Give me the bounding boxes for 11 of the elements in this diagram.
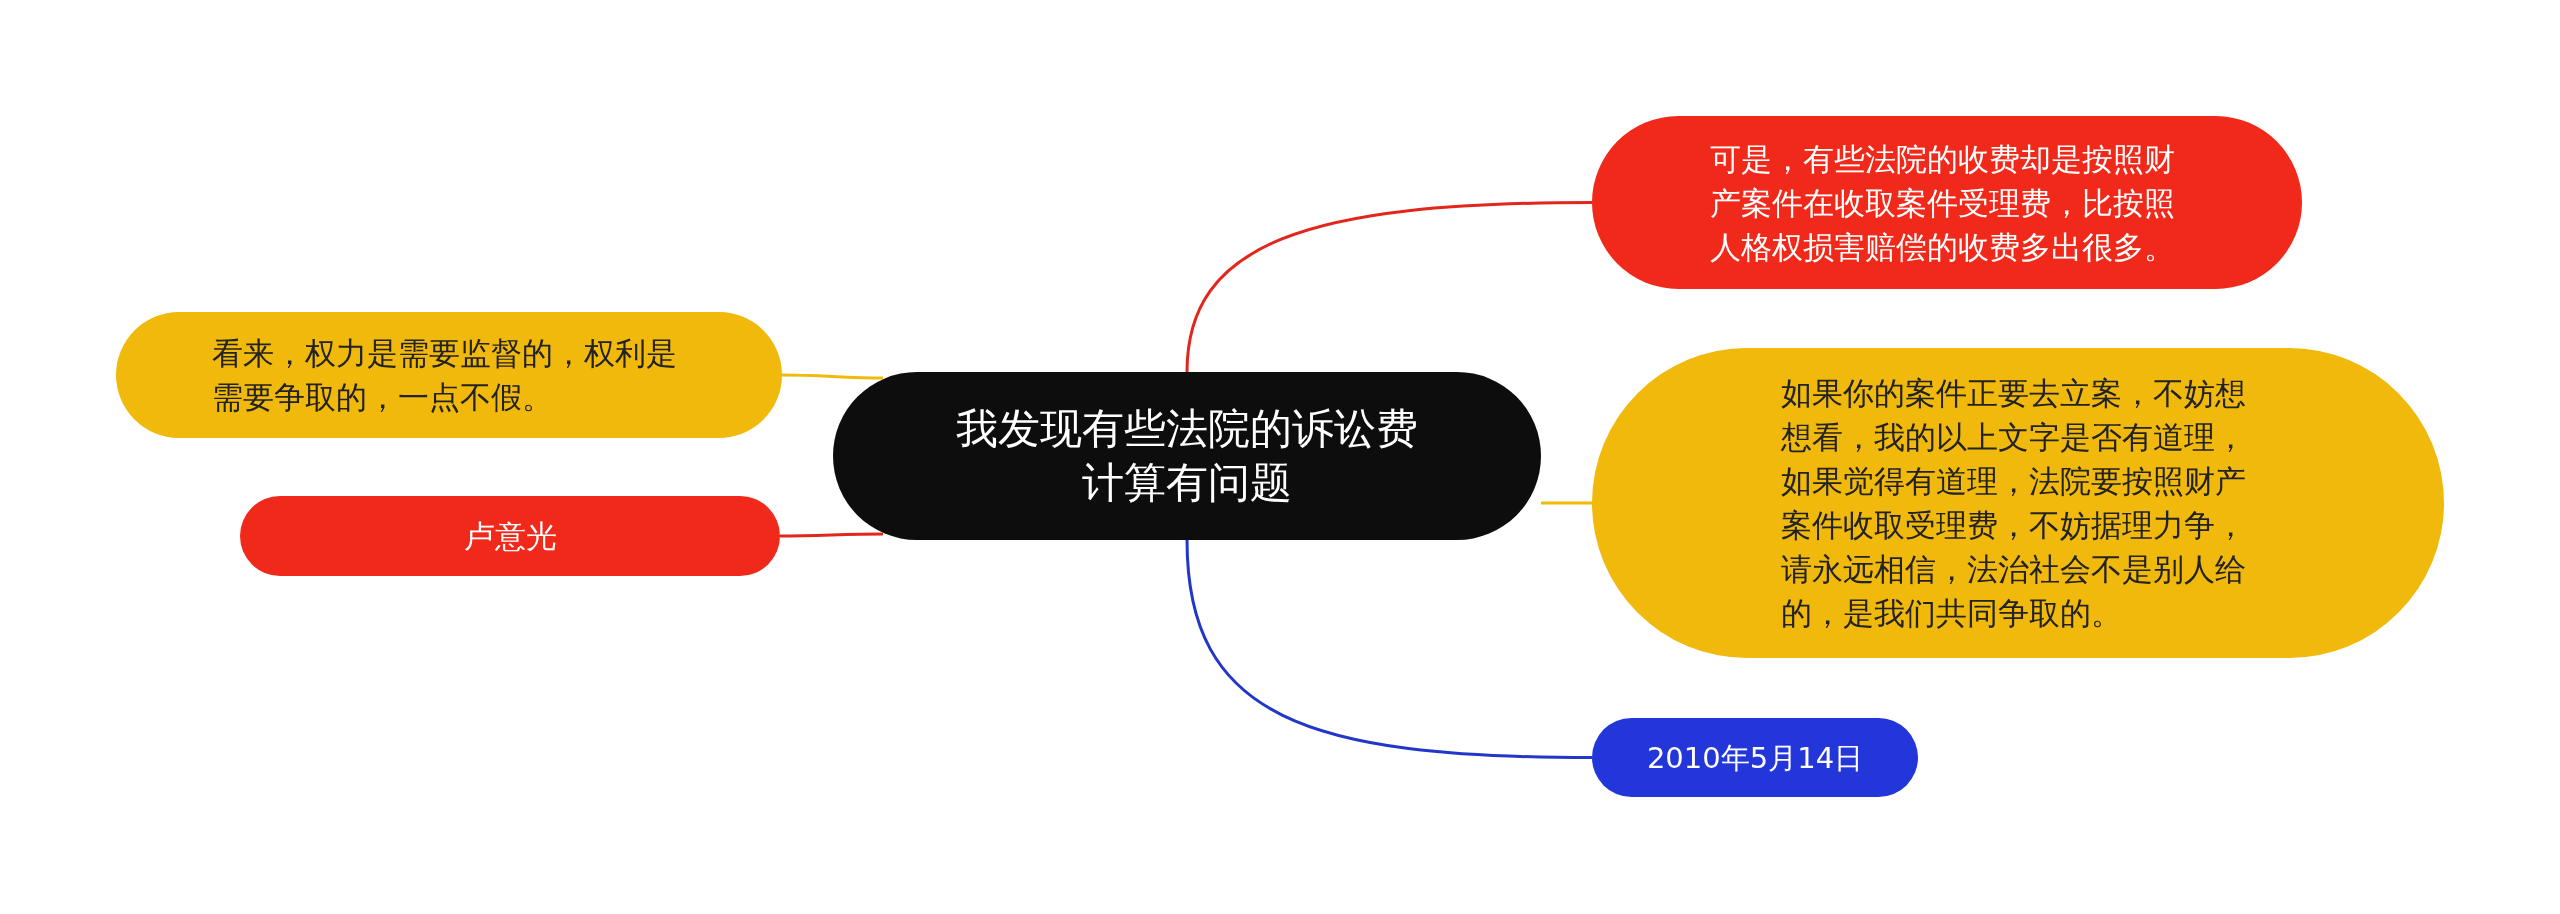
topic-text: 我发现有些法院的诉讼费计算有问题 bbox=[955, 403, 1419, 509]
topic-text: 如果你的案件正要去立案，不妨想想看，我的以上文字是否有道理，如果觉得有道理，法院要按照财产案件收取受理费，不妨据理力争，请永远相信，法治社会不是别人给的，是我们共同争取的。 bbox=[1780, 374, 2247, 633]
topic-text: 看来，权力是需要监督的，权利是需要争取的，一点不假。 bbox=[211, 334, 678, 417]
connector-line bbox=[780, 532, 883, 538]
connector-line bbox=[1185, 539, 1592, 759]
connector-line bbox=[1541, 501, 1592, 505]
connector-line bbox=[1185, 201, 1593, 373]
topic-text: 可是，有些法院的收费却是按照财产案件在收取案件受理费，比按照人格权损害赔偿的收费多出很多。 bbox=[1709, 139, 2176, 267]
connector-line bbox=[782, 373, 883, 380]
topic-text: 卢意光 bbox=[463, 517, 557, 556]
topic-text: 2010年5月14日 bbox=[1646, 739, 1864, 777]
